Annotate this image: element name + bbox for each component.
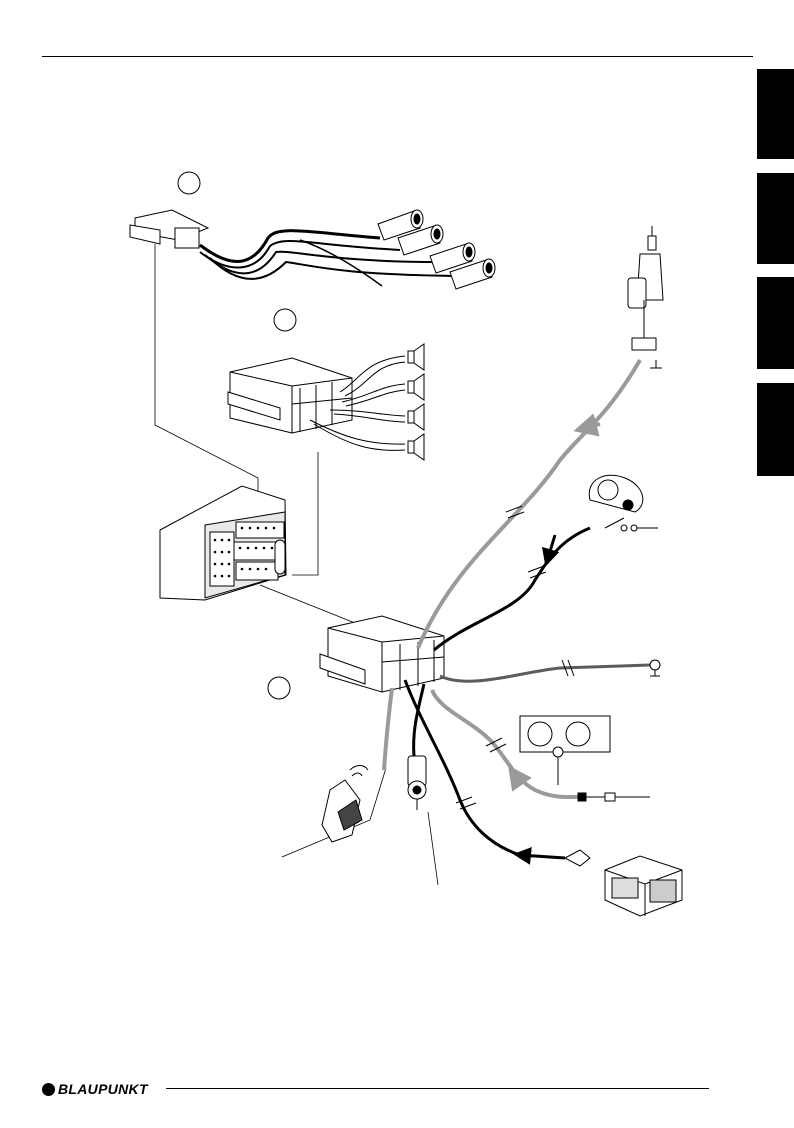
ignition-lock-icon <box>589 475 658 531</box>
ignition-wire <box>434 528 590 650</box>
radio-chassis <box>160 486 286 600</box>
brand-logo: BLAUPUNKT <box>42 1079 148 1099</box>
ground-wire <box>440 660 650 681</box>
callout-circle-2 <box>274 309 296 331</box>
speaker-connector <box>228 358 352 433</box>
battery-icon <box>565 850 682 916</box>
preamp-rca-harness <box>130 210 495 289</box>
phone-mute-wire <box>384 688 392 770</box>
telephone-icon <box>322 766 368 843</box>
dashboard-lighting-icon <box>520 716 650 801</box>
brand-dot-icon <box>42 1083 55 1096</box>
motor-antenna-icon <box>628 226 663 368</box>
footer-rule <box>166 1088 709 1089</box>
rca-plug-icon <box>408 756 426 810</box>
brand-name: BLAUPUNKT <box>58 1081 148 1097</box>
battery-wire <box>405 680 565 858</box>
callout-circle-1 <box>178 172 200 194</box>
callout-circle-3 <box>268 677 290 699</box>
ground-icon <box>650 660 660 676</box>
speaker-icons <box>408 344 424 460</box>
